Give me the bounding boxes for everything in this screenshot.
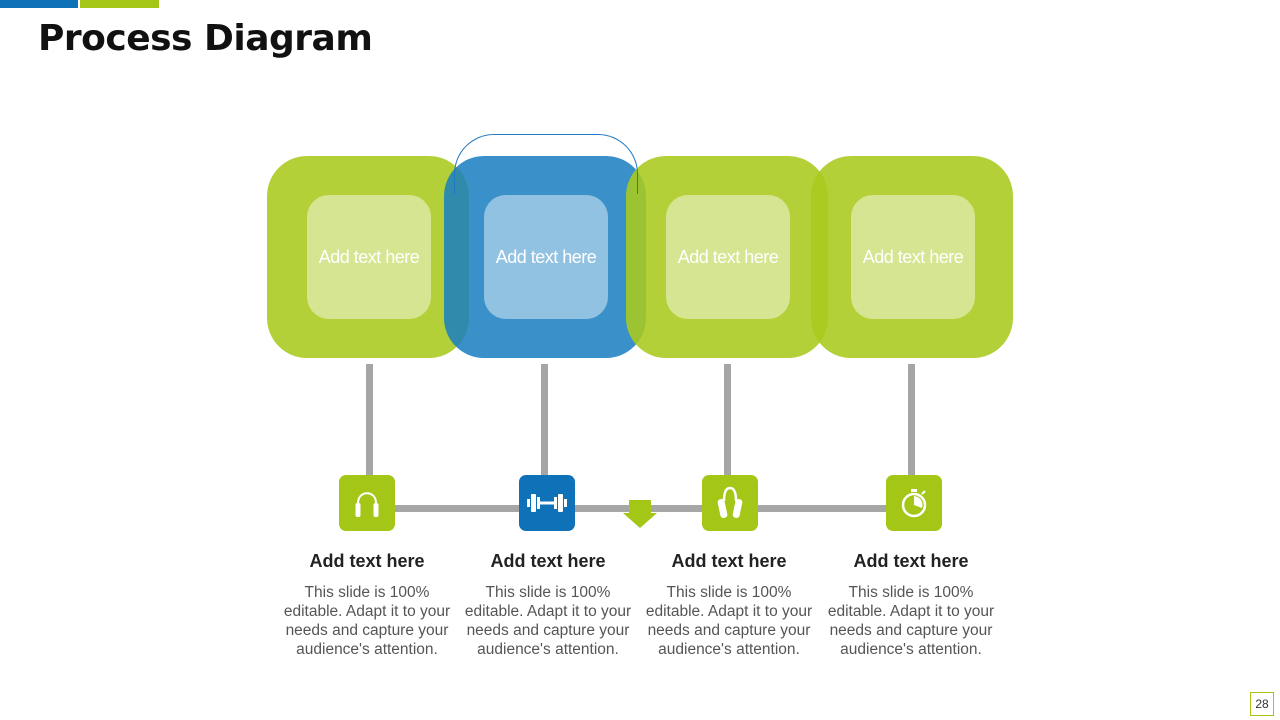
highlight-arc (454, 134, 638, 194)
hand-grip-icon (717, 486, 743, 518)
step-3-icon-tile (702, 475, 758, 531)
step-2-heading: Add text here (490, 551, 606, 571)
connector-vertical-4 (908, 364, 915, 476)
process-box-2-text: Add text here (484, 195, 608, 319)
process-box-3: Add text here (626, 156, 828, 358)
step-3-description: This slide is 100% editable. Adapt it to… (645, 584, 813, 658)
process-box-1-text: Add text here (307, 195, 431, 319)
process-box-1: Add text here (267, 156, 469, 358)
step-3-heading: Add text here (671, 551, 787, 571)
step-4-heading: Add text here (853, 551, 969, 571)
slide-title: Process Diagram (38, 18, 373, 59)
process-box-4: Add text here (811, 156, 1013, 358)
step-2-description: This slide is 100% editable. Adapt it to… (464, 584, 632, 658)
connector-vertical-3 (724, 364, 731, 476)
process-box-3-text: Add text here (666, 195, 790, 319)
jump-rope-icon (355, 492, 379, 517)
step-1-description: This slide is 100% editable. Adapt it to… (283, 584, 451, 658)
process-box-4-text: Add text here (851, 195, 975, 319)
connector-vertical-2 (541, 364, 548, 476)
step-1-heading: Add text here (309, 551, 425, 571)
connector-vertical-1 (366, 364, 373, 476)
down-arrow-icon (623, 500, 657, 528)
dumbbell-icon (527, 494, 567, 512)
accent-bar-blue (0, 0, 78, 8)
page-number: 28 (1250, 692, 1274, 716)
stopwatch-icon (901, 489, 927, 518)
accent-bar-green (80, 0, 159, 8)
step-1-icon-tile (339, 475, 395, 531)
step-4-description: This slide is 100% editable. Adapt it to… (827, 584, 995, 658)
step-4-icon-tile (886, 475, 942, 531)
step-2-icon-tile (519, 475, 575, 531)
